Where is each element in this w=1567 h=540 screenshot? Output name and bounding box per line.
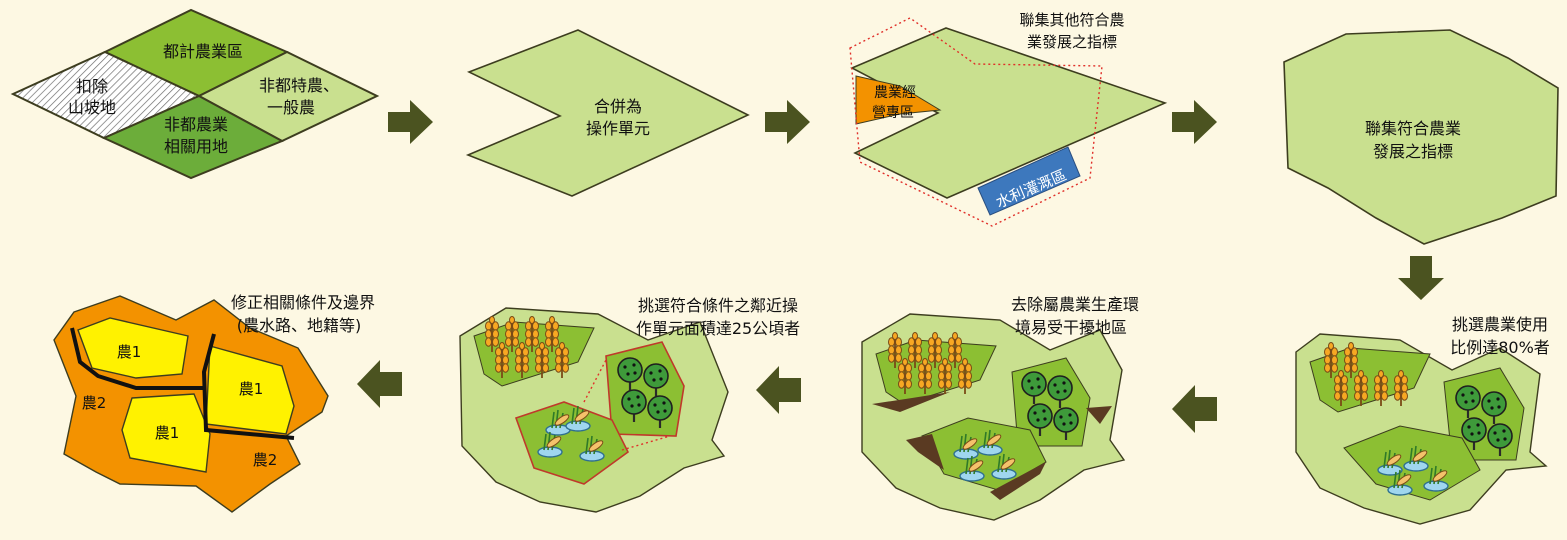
orange-zone-line2: 營專區 [872, 105, 914, 121]
farm1-label-c: 農1 [155, 424, 180, 442]
farm1-label-a: 農1 [117, 343, 142, 361]
orange-zone-line1: 農業經 [874, 85, 916, 101]
label-urban-agriculture: 都計農業區 [163, 42, 243, 61]
arrow-right-icon [765, 100, 810, 144]
zone-irrigation [977, 146, 1081, 216]
region-related-land [101, 94, 285, 180]
zone-agri-management [855, 75, 942, 125]
step2-label-line2: 操作單元 [586, 119, 650, 138]
farm2-label-a: 農2 [82, 394, 107, 412]
step4-union-result: 聯集符合農業 發展之指標 [1283, 29, 1559, 245]
arrow-left-icon [1172, 385, 1217, 433]
step1-zoning-diamond: 都計農業區 扣除 山坡地 非都特農、 一般農 非都農業 相關用地 [10, 8, 380, 180]
arrow-left-icon [357, 360, 402, 408]
step7-select-25-hectares: 挑選符合條件之鄰近操 作單元面積達25公頃者 [459, 296, 800, 513]
arrow-left-icon [756, 366, 801, 414]
step8-caption-line1: 修正相關條件及邊界 [231, 293, 375, 312]
step5-caption-line2: 比例達80%者 [1450, 338, 1550, 357]
step5-caption-line1: 挑選農業使用 [1452, 315, 1548, 334]
step3-union-indicators: 農業經 營專區 水利灌溉區 聯集其他符合農 業發展之指標 [849, 11, 1168, 227]
step6-caption-line1: 去除屬農業生產環 [1011, 295, 1139, 314]
step4-label-line2: 發展之指標 [1373, 142, 1453, 161]
arrow-right-icon [1172, 100, 1217, 144]
label-special-line2: 一般農 [267, 98, 315, 117]
step2-merged-unit: 合併為 操作單元 [465, 29, 750, 197]
step2-label-line1: 合併為 [594, 97, 642, 116]
step7-caption-line1: 挑選符合條件之鄰近操 [638, 296, 798, 315]
step8-adjust-boundary: 農1 農1 農1 農2 農2 修正相關條件及邊界 (農水路、地籍等) [53, 293, 375, 513]
farm1-label-b: 農1 [239, 380, 264, 398]
label-related-line1: 非都農業 [164, 115, 228, 134]
step3-caption-line1: 聯集其他符合農 [1019, 11, 1124, 29]
label-special-line1: 非都特農、 [259, 76, 339, 95]
union-boundary [849, 17, 1103, 227]
label-related-line2: 相關用地 [164, 137, 228, 156]
step3-caption-line2: 業發展之指標 [1027, 33, 1117, 51]
step6-caption-line2: 境易受干擾地區 [1015, 318, 1127, 337]
step5-select-80-percent: 挑選農業使用 比例達80%者 [1295, 315, 1550, 525]
step4-label-line1: 聯集符合農業 [1365, 119, 1461, 138]
label-bg [64, 76, 124, 118]
step6-remove-disturbed: 去除屬農業生產環 境易受干擾地區 [861, 295, 1139, 521]
arrow-right-icon [388, 100, 433, 144]
step8-caption-line2: (農水路、地籍等) [237, 316, 362, 335]
label-slope-line1: 扣除 [76, 77, 108, 96]
arrow-down-icon [1398, 256, 1444, 300]
farm2-label-b: 農2 [253, 451, 278, 469]
step7-caption-line2: 作單元面積達25公頃者 [636, 319, 800, 338]
label-slope-line2: 山坡地 [68, 98, 116, 117]
